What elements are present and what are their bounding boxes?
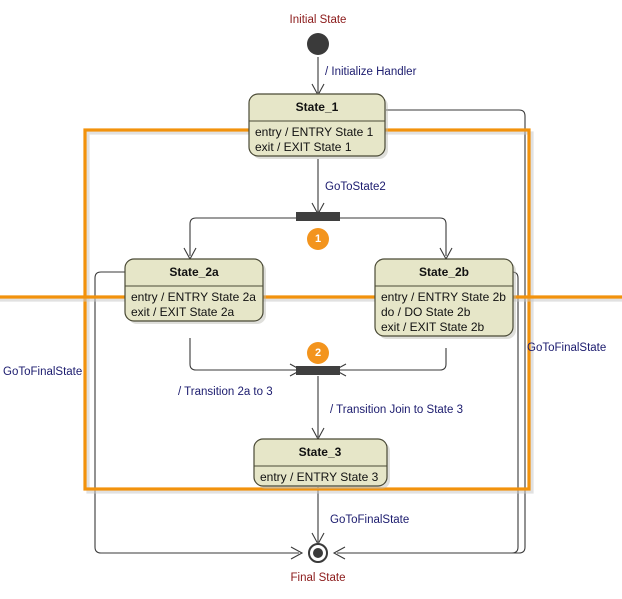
- fork-bar[interactable]: [296, 212, 340, 221]
- state2a-line-1: exit / EXIT State 2a: [131, 305, 234, 319]
- edge-label-initialize-handler: / Initialize Handler: [325, 66, 417, 78]
- edge-label-transition-join-to-state3: / Transition Join to State 3: [330, 404, 463, 416]
- join-bar[interactable]: [296, 366, 340, 375]
- badge-2[interactable]: 2: [307, 342, 329, 364]
- arrow-right-to-final: [332, 546, 346, 560]
- edge-fork-to-state2a: [189, 217, 298, 256]
- state1-line-0: entry / ENTRY State 1: [255, 125, 374, 139]
- edge-state2b-right-to-rail: [337, 271, 519, 554]
- badge-1-circle: [307, 228, 329, 250]
- edge-label-gotofinalstate-right: GoToFinalState: [527, 342, 606, 354]
- final-state-caption: Final State: [291, 572, 346, 584]
- state2b-title: State_2b: [419, 265, 469, 279]
- state2b-box: [374, 258, 514, 337]
- edge-label-gotofinalstate-left: GoToFinalState: [3, 366, 82, 378]
- edge-state2b-to-join: [338, 348, 447, 371]
- state-node-state1[interactable]: State_1 entry / ENTRY State 1 exit / EXI…: [248, 93, 388, 159]
- arrow-left-to-final: [290, 546, 304, 560]
- state2b-line-1: do / DO State 2b: [381, 305, 471, 319]
- state3-box: [253, 438, 388, 487]
- state3-line-0: entry / ENTRY State 3: [260, 470, 379, 484]
- badge-1-label: 1: [315, 233, 321, 245]
- state-node-state2b[interactable]: State_2b entry / ENTRY State 2b do / DO …: [374, 258, 516, 339]
- edge-label-gotostate2: GoToState2: [325, 181, 386, 193]
- edge-label-gotofinalstate-bottom: GoToFinalState: [330, 514, 409, 526]
- edge-fork-to-state2b: [338, 217, 447, 256]
- badge-1[interactable]: 1: [307, 228, 329, 250]
- initial-state-caption: Initial State: [290, 14, 347, 26]
- edge-state2a-left-to-final: [94, 271, 299, 554]
- state2a-title: State_2a: [169, 265, 219, 279]
- state1-box: [248, 93, 386, 157]
- state1-line-1: exit / EXIT State 1: [255, 140, 352, 154]
- badge-2-label: 2: [315, 347, 321, 359]
- state2b-line-2: exit / EXIT State 2b: [381, 320, 484, 334]
- edge-state1-right-to-final: [337, 109, 526, 554]
- edge-state2a-to-join: [189, 338, 298, 371]
- state2a-box: [124, 258, 264, 322]
- final-state-dot: [313, 548, 323, 558]
- initial-state-node[interactable]: [307, 33, 329, 55]
- state-node-state3[interactable]: State_3 entry / ENTRY State 3: [253, 438, 390, 489]
- badge-2-circle: [307, 342, 329, 364]
- state1-title: State_1: [296, 100, 339, 114]
- state-node-state2a[interactable]: State_2a entry / ENTRY State 2a exit / E…: [124, 258, 266, 324]
- edge-label-transition-2a-to-3: / Transition 2a to 3: [178, 386, 273, 398]
- state3-title: State_3: [299, 445, 342, 459]
- state2b-line-0: entry / ENTRY State 2b: [381, 290, 506, 304]
- state2a-line-0: entry / ENTRY State 2a: [131, 290, 256, 304]
